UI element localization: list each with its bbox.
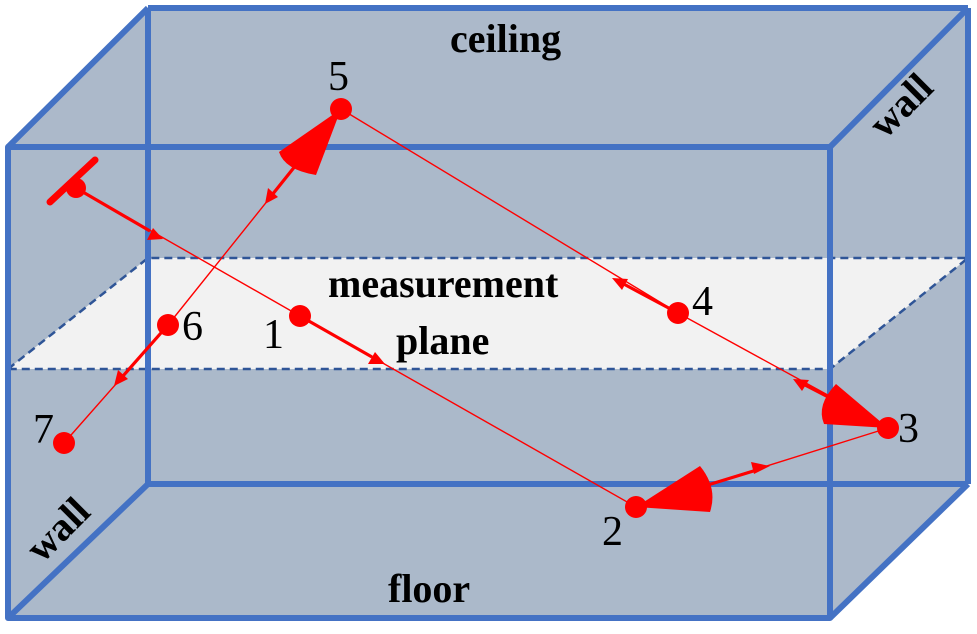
ray-points — [53, 98, 899, 518]
floor-label: floor — [388, 566, 470, 611]
cone-at-2 — [636, 466, 713, 512]
point-label-5: 5 — [328, 54, 349, 100]
arrowhead-3 — [751, 462, 770, 474]
edge-front-frame — [5, 144, 833, 621]
arrowhead-4 — [612, 278, 628, 290]
box-edges — [5, 5, 971, 621]
point-label-4: 4 — [692, 279, 713, 325]
arrowhead-2 — [368, 352, 385, 364]
point-2 — [625, 496, 647, 518]
source-point — [66, 178, 86, 198]
point-5 — [330, 98, 352, 120]
ceiling-label: ceiling — [450, 16, 561, 61]
cone-at-5 — [279, 109, 341, 175]
point-label-2: 2 — [602, 509, 623, 555]
reflection-cones — [279, 109, 888, 512]
arrowhead-5 — [793, 379, 809, 391]
point-4 — [667, 302, 689, 324]
point-label-7: 7 — [33, 407, 54, 453]
measurement-plane-label-line1: measurement — [328, 261, 559, 306]
ray-arrowheads — [114, 188, 809, 474]
arrowhead-7 — [114, 370, 128, 386]
point-6 — [157, 314, 179, 336]
point-label-6: 6 — [182, 304, 203, 350]
point-7 — [53, 432, 75, 454]
edge-bottom-right — [827, 481, 971, 621]
arrowhead-1 — [147, 228, 163, 240]
edge-bottom-left — [5, 481, 151, 621]
point-1 — [289, 305, 311, 327]
point-label-3: 3 — [898, 406, 919, 452]
ceiling-face — [8, 8, 968, 147]
edge-top-right — [827, 5, 971, 150]
arrowhead-6 — [265, 188, 278, 204]
point-3 — [877, 417, 899, 439]
point-label-1: 1 — [263, 312, 284, 358]
cone-at-3 — [821, 384, 888, 428]
measurement-plane-label-line2: plane — [396, 318, 489, 363]
edge-top-left — [5, 5, 151, 150]
front-face — [8, 147, 830, 618]
